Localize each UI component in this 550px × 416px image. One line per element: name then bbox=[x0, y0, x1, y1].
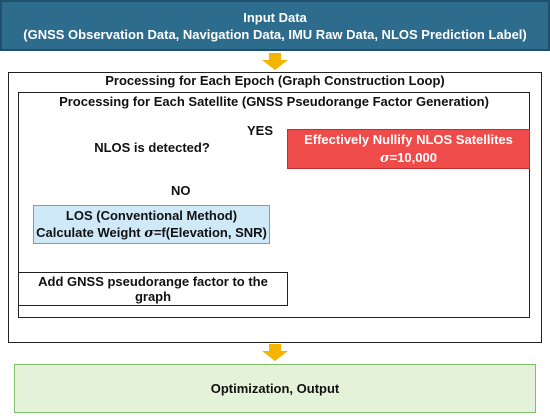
arrow-input-to-loop bbox=[262, 53, 288, 70]
arrow-loop-to-output bbox=[262, 344, 288, 361]
los-weight-box: LOS (Conventional Method) Calculate Weig… bbox=[33, 205, 270, 244]
factor-text: Add GNSS pseudorange factor to the graph bbox=[38, 274, 268, 304]
los-weight-prefix: Calculate Weight bbox=[36, 225, 145, 240]
los-weight-suffix: =f(Elevation, SNR) bbox=[153, 225, 267, 240]
yes-label: YES bbox=[247, 123, 274, 138]
nlos-sigma: σ=10,000 bbox=[380, 149, 437, 168]
output-box: Optimization, Output bbox=[14, 364, 536, 413]
input-title: Input Data bbox=[243, 9, 307, 25]
sigma-value: =10,000 bbox=[389, 149, 437, 165]
los-title: LOS (Conventional Method) bbox=[65, 208, 238, 223]
sigma-symbol: σ bbox=[380, 150, 390, 166]
add-factor-box: Add GNSS pseudorange factor to the graph bbox=[18, 272, 288, 306]
input-subtitle: (GNSS Observation Data, Navigation Data,… bbox=[23, 26, 527, 42]
epoch-loop-title: Processing for Each Epoch (Graph Constru… bbox=[105, 73, 445, 88]
nlos-nullify-box: Effectively Nullify NLOS Satellites σ=10… bbox=[287, 129, 530, 169]
los-weight-formula: Calculate Weight σ=f(Elevation, SNR) bbox=[36, 224, 267, 242]
sigma-symbol: σ bbox=[144, 226, 154, 241]
decision-text: NLOS is detected? bbox=[94, 140, 210, 155]
nlos-text: Effectively Nullify NLOS Satellites bbox=[304, 131, 513, 147]
no-label: NO bbox=[171, 183, 191, 198]
output-text: Optimization, Output bbox=[210, 381, 340, 396]
satellite-loop-title: Processing for Each Satellite (GNSS Pseu… bbox=[59, 94, 489, 109]
input-data-box: Input Data (GNSS Observation Data, Navig… bbox=[0, 0, 550, 51]
